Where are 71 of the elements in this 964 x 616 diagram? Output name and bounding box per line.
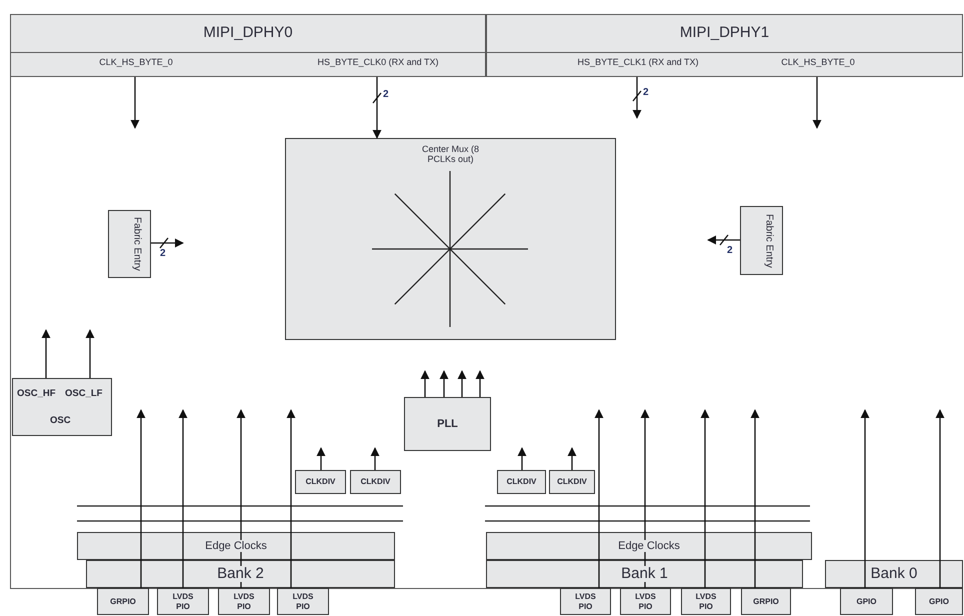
arrow [370,447,380,470]
arrow [42,329,50,378]
divider-block [295,470,346,494]
block-label: OSC [50,416,71,426]
edge-label: 2 [727,246,733,256]
arrow [518,447,526,470]
arrow [568,447,576,470]
interface-band [486,14,963,77]
signal-name: HS_BYTE_CLK0 (RX and TX) [318,58,438,68]
pin-block [97,588,149,615]
block-label: Bank 2 [217,566,264,582]
io-bank-bar [86,560,395,588]
divider-block [350,470,401,494]
block-label: Edge Clocks [205,540,267,552]
arrow [812,77,822,129]
block-label: CLKDIV [306,478,336,486]
arrow [707,236,740,244]
arrow [440,370,448,397]
arrow [286,409,296,588]
arrow [86,329,94,378]
arrow [420,370,430,397]
block-label: Bank 1 [621,566,668,582]
arrow [594,409,604,588]
block-label: CLKDIV [360,478,390,486]
arrow [750,409,760,588]
arrow [136,409,146,588]
oscillator-block [12,378,112,436]
io-bank-bar [825,560,963,588]
arrow [236,409,246,588]
pin-block [840,588,893,615]
arrow [476,370,484,397]
arrow [640,409,650,588]
edge-clock-bar [486,532,812,560]
pin-block [620,588,671,615]
pin-block [741,588,791,615]
pin-block [218,588,270,615]
arrow [860,409,870,588]
mux-block [285,138,616,340]
block-label: CLKDIV [506,478,536,486]
signal-name: CLK_HS_BYTE_0 [99,58,173,68]
arrow [130,77,140,129]
fabric-entry-block [740,206,783,275]
pin-block [157,588,209,615]
interface-band [10,14,486,77]
divider-block [497,470,546,494]
edge-label: 2 [160,249,166,259]
divider-block [549,470,595,494]
arrow [632,77,642,119]
arrow [178,409,188,588]
pin-block [681,588,731,615]
arrow [458,370,466,397]
pin-block [915,588,963,615]
output-name: OSC_LF [65,389,102,400]
fabric-entry-block [108,210,151,278]
block-label: Edge Clocks [618,540,680,552]
pll-block [404,397,491,451]
arrow [151,238,184,248]
block-label: CLKDIV [557,478,587,486]
pin-block [277,588,329,615]
arrow [936,409,944,588]
signal-name: CLK_HS_BYTE_0 [781,58,855,68]
edge-label: 2 [383,90,389,100]
pin-block [560,588,611,615]
arrow [700,409,710,588]
edge-label: 2 [643,88,649,98]
arrow [316,447,326,470]
edge-clock-bar [77,532,395,560]
output-name: OSC_HF [17,389,56,400]
io-bank-bar [486,560,803,588]
arrow [372,77,382,139]
signal-name: HS_BYTE_CLK1 (RX and TX) [578,58,698,68]
